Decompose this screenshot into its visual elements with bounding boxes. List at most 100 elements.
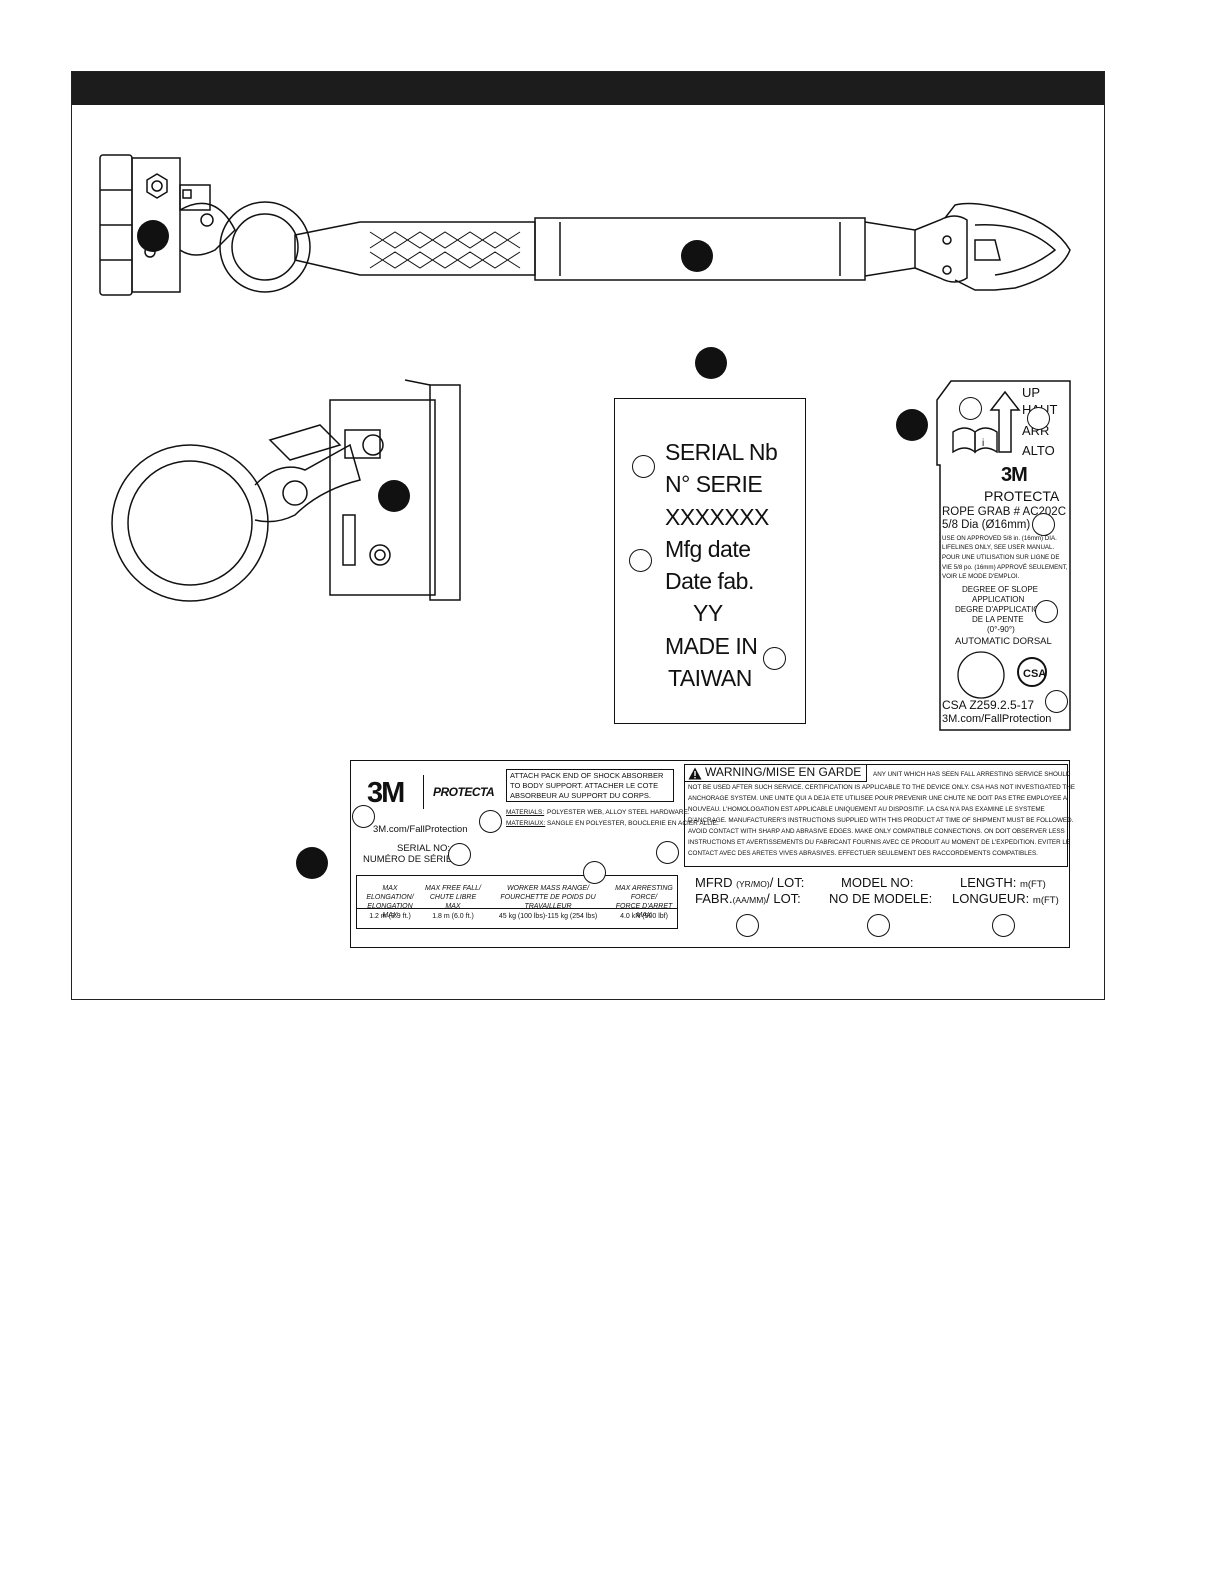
mfrd-en-format: (YR/MO) — [736, 879, 770, 889]
warning-line: CONTACT AVEC DES ARETES VIVES ABRASIVES.… — [688, 850, 1038, 857]
warning-line: AVOID CONTACT WITH SHARP AND ABRASIVE ED… — [688, 828, 1065, 835]
tag-line: YY — [693, 600, 723, 626]
model-label-fr: NO DE MODELE: — [829, 891, 933, 906]
callout-marker — [681, 240, 713, 272]
tag-line: Date fab. — [665, 568, 754, 594]
slope-line: DE LA PENTE — [972, 615, 1024, 624]
callout-ring — [632, 455, 655, 478]
slope-line: (0°-90°) — [987, 625, 1015, 634]
rope-grab-website: 3M.com/FallProtection — [942, 713, 1052, 725]
callout-ring — [763, 647, 786, 670]
tag-line: N° SERIE — [665, 471, 763, 497]
csa-logo-icon — [1017, 657, 1047, 687]
use-line: VIE 5/8 po. (16mm) APPROVÉ SEULEMENT, — [942, 564, 1068, 571]
lot-en: / LOT: — [769, 875, 805, 890]
spec-value: 1.2 m (3.9 ft.) — [369, 913, 411, 920]
callout-ring — [1027, 407, 1050, 430]
product-label: 3M PROTECTA 3M.com/FallProtection SERIAL… — [350, 760, 1075, 948]
length-line-fr: LONGUEUR: m(FT) — [952, 891, 1059, 906]
callout-ring — [992, 914, 1015, 937]
brand-divider — [423, 775, 424, 809]
callout-ring — [448, 843, 471, 866]
callout-ring — [867, 914, 890, 937]
dorsal-text: AUTOMATIC DORSAL — [955, 636, 1052, 647]
callout-ring — [629, 549, 652, 572]
serial-tag: SERIAL Nb N° SERIE XXXXXXX Mfg date Date… — [614, 398, 806, 724]
callout-marker — [695, 347, 727, 379]
callout-marker — [896, 409, 928, 441]
spec-header-en: MAX FREE FALL/ — [425, 885, 481, 892]
warning-line: D'ANCRAGE. MANUFACTURER'S INSTRUCTIONS S… — [688, 817, 1074, 824]
attach-line: ABSORBEUR AU SUPPORT DU CORPS. — [510, 791, 652, 800]
spec-header: MAX ARRESTING FORCE/ FORCE D'ARRET MAX — [611, 884, 677, 920]
attach-notice-box: ATTACH PACK END OF SHOCK ABSORBER TO BOD… — [506, 769, 674, 802]
lot-fr: / LOT: — [766, 891, 801, 906]
callout-marker — [137, 220, 169, 252]
serial-label-fr: NUMÉRO DE SÉRIE: — [363, 854, 455, 865]
warning-line: ANCHORAGE SYSTEM. UNE UNITE QUI A DEJA E… — [688, 795, 1068, 802]
rope-grab-diameter: 5/8 Dia (Ø16mm) — [942, 519, 1031, 531]
figure-frame — [71, 71, 1105, 1000]
callout-ring — [583, 861, 606, 884]
arrow-word: ALTO — [1022, 443, 1055, 458]
mfrd-line-en: MFRD (YR/MO)/ LOT: — [695, 875, 804, 890]
mfrd-line-fr: FABR.(AA/MM)/ LOT: — [695, 891, 801, 906]
materiaux-label: MATERIAUX: — [506, 820, 546, 827]
spec-header: MAX FREE FALL/ CHUTE LIBRE MAX — [423, 884, 483, 911]
tag-line: TAIWAN — [668, 665, 752, 691]
rope-grab-closeup-drawing — [111, 379, 461, 602]
arrow-up-icon — [989, 390, 1021, 453]
spec-header-en: MAX ARRESTING FORCE/ — [615, 885, 673, 901]
length-en: LENGTH: — [960, 875, 1017, 890]
csa-standard: CSA Z259.2.5-17 — [942, 698, 1035, 712]
svg-text:i: i — [982, 438, 984, 449]
spec-header: MAX ELONGATION/ ELONGATION MAX — [359, 884, 421, 920]
materials-text: POLYESTER WEB, ALLOY STEEL HARDWARE. — [547, 809, 690, 816]
spec-header-en: MAX ELONGATION/ — [366, 885, 414, 901]
spec-divider — [357, 908, 677, 909]
spec-table: MAX ELONGATION/ ELONGATION MAX MAX FREE … — [356, 875, 678, 929]
spec-header-en: WORKER MASS RANGE/ — [506, 885, 590, 892]
spec-header-fr: CHUTE LIBRE MAX — [429, 894, 477, 910]
materiaux-text: SANGLE EN POLYESTER, BOUCLERIE EN ACIER … — [547, 820, 719, 827]
rope-grab-sub-brand: PROTECTA — [984, 488, 1060, 504]
slope-line: DEGREE OF SLOPE — [962, 585, 1039, 594]
warning-title: WARNING/MISE EN GARDE — [705, 765, 862, 779]
length-fr: LONGUEUR: — [952, 891, 1030, 906]
callout-marker — [378, 480, 410, 512]
label-website: 3M.com/FallProtection — [373, 824, 468, 835]
tag-line: XXXXXXX — [665, 504, 769, 530]
spec-header-fr: FORCE D'ARRET MAX — [615, 903, 673, 919]
length-unit: m(FT) — [1032, 895, 1059, 906]
manual-book-icon: i — [952, 427, 998, 454]
length-unit: m(FT) — [1019, 879, 1046, 890]
spec-header-fr: FOURCHETTE DE POIDS DU TRAVAILLEUR — [500, 894, 596, 910]
tag-line: MADE IN — [665, 633, 758, 659]
rope-grab-label-outline: i CSA — [936, 380, 1071, 731]
spec-header: WORKER MASS RANGE/ FOURCHETTE DE POIDS D… — [485, 884, 611, 911]
arrow-word: UP — [1022, 385, 1041, 400]
callout-ring — [1045, 690, 1068, 713]
callout-ring — [1032, 513, 1055, 536]
callout-marker — [296, 847, 328, 879]
mfrd-fr: FABR. — [695, 891, 733, 906]
spec-value: 1.8 m (6.0 ft.) — [432, 913, 474, 920]
serial-label-en: SERIAL NO: — [397, 843, 450, 854]
callout-ring — [479, 810, 502, 833]
callout-ring — [959, 397, 982, 420]
use-line: VOIR LE MODE D'EMPLOI. — [942, 573, 1020, 580]
slope-line: APPLICATION — [972, 595, 1025, 604]
warning-title-box — [685, 765, 867, 782]
rope-grab-brand-logo: 3M — [1001, 464, 1028, 486]
length-line-en: LENGTH: m(FT) — [960, 875, 1046, 890]
callout-ring — [656, 841, 679, 864]
svg-text:CSA: CSA — [1023, 668, 1046, 680]
slope-line: DEGRE D'APPLICATION — [955, 605, 1046, 614]
warning-line: NOT BE USED AFTER SUCH SERVICE. CERTIFIC… — [688, 784, 1076, 791]
brand-protecta-logo: PROTECTA — [433, 785, 495, 799]
warning-line: INSTRUCTIONS ET AVERTISSEMENTS DU FABRIC… — [688, 839, 1071, 846]
figure-header-bar — [72, 72, 1104, 105]
tag-line: SERIAL Nb — [665, 439, 778, 465]
spec-header-fr: ELONGATION MAX — [367, 903, 413, 919]
mfrd-fr-format: (AA/MM) — [732, 895, 767, 905]
